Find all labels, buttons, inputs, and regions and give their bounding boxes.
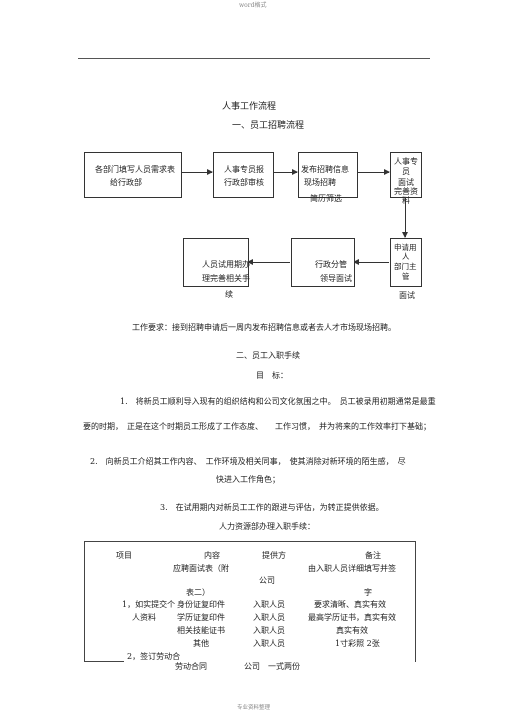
table-group-1-line1: 1，如实提交个 [122,600,176,609]
flow-box-2-line1: 人事专员报 [224,165,264,174]
flow-box-5: 申请用 人 部门主 管 [390,238,422,287]
flow-box-3-line2: 现场招聘 [304,178,336,187]
flow-box-7: 人员试用期办 理完善相关手 [183,238,250,287]
table-group-2: 2，签订劳动合 [127,652,181,661]
item-2-line-b: 快进入工作角色； [216,475,280,484]
table-cell-note: 由入职人员详细填写并签 [308,564,396,573]
table-cell-last-content: 劳动合同 [175,662,207,671]
flow-box-6: 行政分管 领导面试 [291,238,355,287]
flow-box-6-line2: 领导面试 [320,274,352,283]
flow-arrow-1-2 [181,169,213,175]
flow-box-4-line2: 员 [402,167,410,176]
table-cell-note: 要求清晰、真实有效 [314,600,386,609]
flow-box-5-line2: 人 [402,252,410,261]
flow-arrow-5-6 [353,259,389,265]
flow-box-4-line1: 人事专 [394,157,418,166]
table-cell-provider: 入职人员 [253,600,285,609]
section-2-heading: 二、员工入职手续 [236,351,300,360]
table-cell-content: 其他 [193,639,209,648]
flow-box-5-line1: 申请用 [394,243,417,252]
flow-box-3: 发布招聘信息 现场招聘 [298,152,358,198]
flow-box-4-line5: 料 [402,196,410,205]
item-1-line-b: 要的时期， 正是在这个时期员工形成了工作态度、 工作习惯， 并为将来的工作效率打… [83,422,431,431]
table-cell-content: 身份证复印件 [177,600,225,609]
flow-arrow-4-5 [402,197,408,238]
header-tag: word格式 [239,2,267,9]
flow-box-2: 人事专员报 行政部审核 [213,152,274,198]
flow-box-5-line3: 部门主 [394,262,417,271]
flow-box-4-line4: 完善资 [394,187,418,196]
flow-arrow-2-3 [273,169,298,175]
table-cell-content: 表二） [186,588,210,597]
item-2-line-a: 2. 向新员工介绍其工作内容、 工作环境及相关同事， 使其消除对新环境的陌生感，… [90,457,406,466]
flow-box-5-line5: 面试 [399,291,415,300]
flow-box-2-line2: 行政部审核 [224,178,264,187]
onboarding-table [84,541,416,662]
table-group-1-line2: 人资料 [132,613,156,622]
flow-box-1: 各部门填写人员需求表 给行政部 [84,152,182,198]
item-3: 3. 在试用期内对新员工工作的跟进与评估，为转正提供依据。 [160,503,384,512]
table-cell-provider: 入职人员 [253,613,285,622]
flow-box-3-line1: 发布招聘信息 [301,165,349,174]
table-cell-last-provider: 公司 [244,662,260,671]
flow-box-1-line1: 各部门填写人员需求表 [95,165,175,174]
table-cell-provider: 公司 [259,576,275,585]
flow-box-7-line3: 续 [225,290,233,299]
flow-arrow-3-4 [357,169,390,175]
table-cell-provider: 入职人员 [253,639,285,648]
table-cell-note: 真实有效 [336,626,368,635]
table-bottom-rule [84,661,124,662]
flow-box-6-line1: 行政分管 [315,260,347,269]
table-header-provider: 提供方 [262,551,286,560]
top-divider [78,58,430,59]
goal-label: 目 标： [256,371,288,380]
table-cell-content: 学历证复印件 [177,613,225,622]
flow-box-3-line3: 简历筛选 [310,194,342,203]
work-requirement: 工作要求：接到招聘申请后一周内发布招聘信息或者去人才市场现场招聘。 [132,323,396,332]
flow-box-7-line1: 人员试用期办 [202,260,250,269]
page-footer: 专业资料整理 [237,705,271,711]
doc-title: 人事工作流程 [222,102,277,112]
section-1-heading: 一、员工招聘流程 [232,121,305,131]
flow-box-7-line2: 理完善相关手 [202,274,250,283]
flow-box-5-line4: 管 [402,272,410,281]
item-1-line-a: 1. 将新员工顺利导入现有的组织结构和公司文化氛围之中。 员工被录用初期通常是最… [120,397,436,406]
table-cell-content: 应聘面试表（附 [173,564,229,573]
table-cell-note: 1寸彩照 2张 [335,639,380,648]
table-cell-note: 最高学历证书，真实有效 [308,613,396,622]
table-title: 人力资源部办理入职手续： [219,522,315,531]
table-cell-note: 字 [364,588,372,597]
flow-arrow-6-7 [247,259,290,265]
flow-box-4-line3: 面试 [398,178,414,187]
table-header-item: 项目 [116,551,132,560]
table-header-content: 内容 [204,551,220,560]
table-cell-provider: 入职人员 [253,626,285,635]
table-header-note: 备注 [365,551,381,560]
table-cell-content: 相关技能证书 [177,626,225,635]
flow-box-4: 人事专 员 面试 完善资 [390,152,422,198]
flow-box-1-line2: 给行政部 [110,178,142,187]
table-cell-last-note: 一式两份 [268,662,300,671]
